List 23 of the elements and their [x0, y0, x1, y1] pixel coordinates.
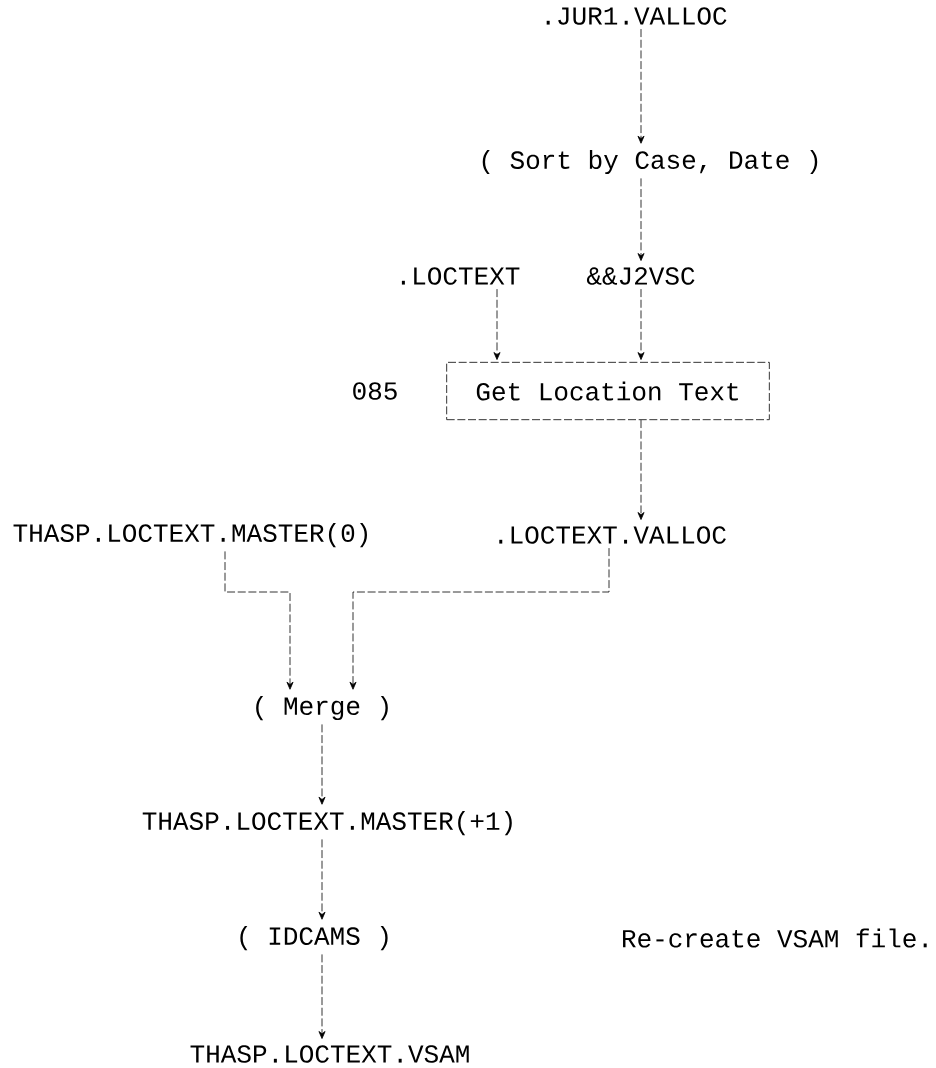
- arrow: [637, 288, 645, 360]
- dataset-label: &&J2VSC: [586, 267, 695, 285]
- dataset-label: THASP.LOCTEXT.MASTER(+1): [142, 810, 512, 836]
- arrow: [637, 419, 645, 520]
- arrow: [318, 954, 326, 1039]
- arrow: [318, 839, 326, 920]
- arrow: [637, 28, 645, 144]
- arrow: [318, 724, 326, 805]
- dataset-label: THASP.LOCTEXT.VSAM: [190, 1045, 469, 1063]
- dataset-label: .LOCTEXT: [401, 267, 520, 285]
- dataset-label: THASP.LOCTEXT.MASTER(0): [13, 522, 367, 548]
- dataset-label: .LOCTEXT.VALLOC: [499, 526, 726, 544]
- process-label: ( Sort by Case, Date ): [482, 149, 818, 175]
- process-label: ( IDCAMS ): [240, 925, 388, 951]
- process-label: ( Merge ): [256, 695, 388, 721]
- arrow: [224, 551, 294, 690]
- arrow: [637, 178, 645, 261]
- dataset-label: .JUR1.VALLOC: [546, 7, 727, 25]
- arrow: [349, 547, 610, 690]
- note-text: Re-create VSAM file.: [623, 928, 927, 948]
- process-box: Get Location Text: [446, 361, 770, 421]
- step-number: 085: [353, 382, 397, 400]
- arrow: [493, 288, 501, 360]
